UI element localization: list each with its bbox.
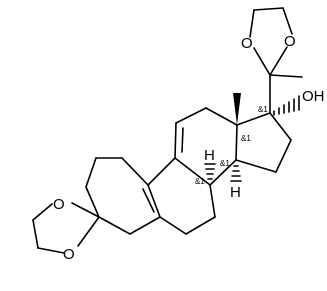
bond-c5-c10-double: [142, 188, 155, 213]
bond-c14-h-hash: [230, 165, 242, 182]
bond-c9-c11: [174, 122, 177, 159]
bond-c14-c8: [209, 159, 237, 186]
hydrogen-atom-c8: H: [204, 147, 215, 164]
bond-c3-c4: [98, 216, 131, 235]
stereo-descriptor-c14: &1: [220, 159, 230, 168]
bond-c16-c15: [275, 139, 292, 173]
bond-c2-c3: [85, 186, 100, 218]
stereo-descriptor-c17: &1: [258, 105, 268, 114]
bond-c5-c6: [159, 216, 187, 235]
bond-c10-c1a: [121, 157, 149, 186]
bond-c13-c14: [235, 124, 238, 161]
oxygen-atom-bottom-lower: O: [63, 246, 75, 263]
oxygen-atom-top-left: O: [241, 35, 253, 52]
bond-c17-c16: [269, 112, 292, 141]
bond-c12-c13: [205, 107, 238, 126]
bond-ch2-ch2-bottom: [32, 219, 39, 249]
bond-c7-c8: [209, 184, 216, 218]
bond-c11-c12: [175, 107, 207, 124]
bond-c13-methyl-wedge: [233, 93, 241, 125]
bond-c8-h-hash: [204, 163, 216, 180]
bond-c10-c9: [147, 157, 176, 186]
bond-o-upper-ch2: [32, 203, 53, 221]
bond-o-left-ch2: [249, 9, 255, 38]
bond-o-lower-c3: [77, 216, 100, 247]
oxygen-atom-bottom-upper: O: [53, 196, 65, 213]
hydroxyl-group: OH: [302, 88, 325, 105]
bond-ch2-o-lower: [37, 247, 65, 254]
stereo-descriptor-layer: &1 &1 &1 &1: [195, 105, 268, 186]
bond-c20-methyl: [269, 74, 303, 78]
oxygen-atom-top-right: O: [284, 33, 296, 50]
hydrogen-atom-c14: H: [230, 184, 241, 201]
bond-c15-c14: [235, 159, 277, 173]
stereo-descriptor-c8: &1: [195, 177, 205, 186]
bond-c4-c5: [129, 216, 161, 235]
bond-c8-c9: [174, 157, 211, 186]
stereo-descriptor-c13: &1: [241, 134, 251, 143]
bond-c20-o-left: [253, 47, 271, 76]
bond-c13-c17: [236, 112, 271, 126]
bond-c5-c10: [147, 184, 161, 218]
bond-c3-o-upper: [71, 202, 100, 218]
bond-layer: [32, 7, 303, 254]
bond-ch2-ch2-top: [253, 7, 284, 11]
atom-label-layer: O O OH O O H H: [53, 33, 325, 263]
bond-o-right-c20: [269, 46, 288, 76]
bond-c17-oh-hash: [273, 95, 300, 116]
bond-c6-c7: [185, 216, 216, 235]
bond-c9-c11-double: [181, 127, 184, 153]
bond-c1-c2: [85, 157, 97, 188]
bond-ch2-o-right: [282, 7, 293, 35]
